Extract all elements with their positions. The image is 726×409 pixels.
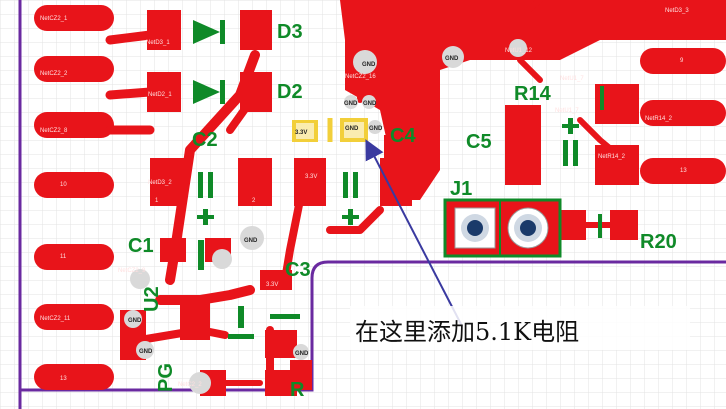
svg-text:10: 10 — [60, 182, 67, 188]
d2-pad-2 — [240, 72, 272, 112]
right-connector-pads — [640, 0, 726, 184]
net-label: NetCZ2_9 — [118, 268, 146, 274]
via-icon — [189, 372, 211, 394]
via-icon — [130, 269, 150, 289]
via-icon — [240, 226, 264, 250]
net-label: NetR14_2 — [645, 116, 673, 122]
via-icon — [212, 249, 232, 269]
u2-pad-3 — [180, 300, 210, 340]
annotation-label: 在这里添加5.1K电阻 — [355, 318, 579, 346]
via-icon — [136, 341, 154, 359]
r14-pad-2 — [595, 145, 639, 185]
svg-text:11: 11 — [60, 254, 67, 260]
net-label: NetCZ2_16 — [345, 74, 376, 80]
c2-pad-2 — [238, 158, 272, 206]
designator-u2: U2 — [141, 286, 163, 312]
net-label: NetU1_12 — [505, 48, 533, 54]
designator-d2: D2 — [277, 81, 303, 103]
diode-symbol-icon — [193, 20, 225, 44]
gnd-label: GND — [345, 126, 359, 132]
gnd-label: GND — [244, 238, 258, 244]
designator-c5: C5 — [466, 131, 492, 153]
via-group — [124, 39, 527, 394]
c5-pad-1 — [505, 105, 541, 185]
net-label: NetD3_2 — [148, 180, 172, 186]
designator-r: R — [290, 379, 305, 401]
j1-connector — [443, 198, 562, 258]
d2-pad-1 — [147, 72, 181, 112]
r-pad-1 — [265, 330, 297, 358]
u2-pad-1 — [160, 238, 186, 262]
c2-pad-1 — [150, 158, 184, 206]
r20-pad-1 — [610, 210, 638, 240]
net-label: NetCZ2_11 — [40, 316, 71, 322]
net-label: NetC2_2 — [178, 382, 202, 388]
gnd-label: GND — [139, 349, 153, 355]
via-icon — [353, 50, 377, 74]
gnd-label: GND — [445, 56, 459, 62]
d3-pad-1 — [147, 10, 181, 50]
via-icon — [124, 310, 142, 328]
net-label: NetR14_2 — [598, 154, 626, 160]
r20-pad-2 — [560, 210, 586, 240]
board-outline — [18, 0, 726, 409]
diode-symbol-icon — [193, 80, 225, 104]
svg-text:2: 2 — [252, 198, 256, 204]
designator-j1: J1 — [450, 178, 472, 200]
gnd-label: GND — [369, 126, 383, 132]
svg-text:1: 1 — [155, 198, 159, 204]
net-label: NetU1_7 — [555, 108, 579, 114]
r-pad-3 — [290, 360, 312, 390]
designator-pg: PG — [155, 363, 177, 392]
capacitor-symbol-icon — [342, 172, 359, 225]
c3-pad-1 — [294, 158, 326, 206]
d3-pad-2 — [240, 10, 272, 50]
via-icon — [509, 39, 527, 57]
pad-label-3v3: 3.3V — [305, 174, 317, 180]
capacitor-symbol-icon — [197, 172, 214, 225]
c3-pad-2 — [260, 270, 292, 290]
designator-c4: C4 — [390, 125, 416, 147]
net-label: NetCZ2_1 — [40, 16, 68, 22]
pad-3v3-label: 3.3V — [295, 130, 307, 136]
net-label: NetCZ2_8 — [40, 128, 68, 134]
gnd-label: GND — [363, 101, 377, 107]
gnd-label: GND — [362, 62, 376, 68]
gnd-label: GND — [128, 318, 142, 324]
designator-c2: C2 — [192, 129, 218, 151]
annotation-arrow — [365, 139, 463, 327]
via-icon — [442, 46, 464, 68]
c4-pad-2 — [384, 135, 424, 175]
capacitor-symbol-icon — [562, 118, 579, 166]
net-label: NetD3_1 — [146, 40, 170, 46]
designator-d3: D3 — [277, 21, 303, 43]
net-label: NetD3_3 — [665, 8, 689, 14]
gnd-label: GND — [344, 101, 358, 107]
left-connector-pads — [34, 5, 114, 390]
designator-c3: C3 — [285, 259, 311, 281]
net-label: NetU1_7 — [560, 76, 584, 82]
designator-r20: R20 — [640, 231, 677, 253]
svg-text:13: 13 — [60, 376, 67, 382]
net-label: NetCZ2_2 — [40, 71, 68, 77]
gnd-label: GND — [295, 351, 309, 357]
copper-pour — [340, 0, 726, 200]
designator-r14: R14 — [514, 83, 552, 105]
svg-text:9: 9 — [680, 58, 684, 64]
pad-label-3v3: 3.3V — [266, 282, 278, 288]
designator-c1: C1 — [128, 235, 154, 257]
via-icon — [293, 344, 309, 360]
svg-text:13: 13 — [680, 168, 687, 174]
net-label: NetD2_1 — [148, 92, 172, 98]
